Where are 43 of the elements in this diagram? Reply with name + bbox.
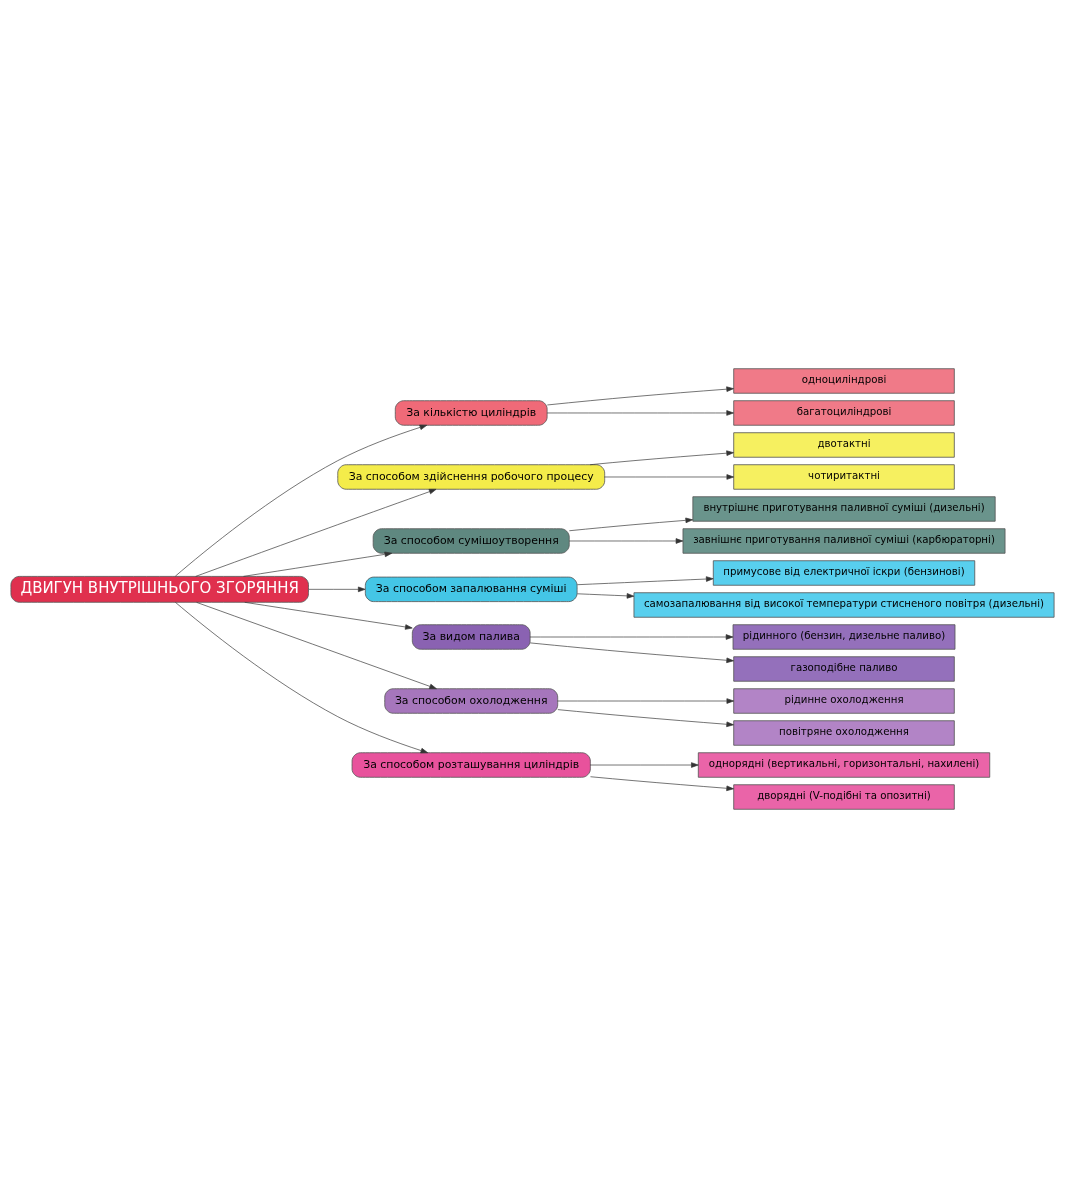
arrow	[577, 592, 635, 599]
node-box: завнішнє приготування паливної суміші (карбюраторні)	[682, 527, 1006, 554]
node-box: За способом здійснення робочого процесу	[337, 463, 606, 490]
node-box: рідинного (бензин, дизельне паливо)	[732, 623, 956, 650]
node-box: двотактні	[733, 431, 955, 458]
arrow	[569, 517, 693, 531]
node-box: ДВИГУН ВНУТРІШНЬОГО ЗГОРЯННЯ	[10, 575, 309, 603]
node-box: багатоциліндрові	[733, 399, 955, 426]
arrow	[604, 473, 734, 480]
arrow	[557, 708, 734, 727]
arrow	[569, 537, 684, 544]
arrow	[195, 488, 437, 577]
arrow	[546, 385, 734, 405]
arrow	[590, 775, 734, 791]
node-box: За видом палива	[411, 623, 531, 650]
arrow	[244, 601, 413, 630]
node-box: За способом охолодження	[384, 687, 559, 714]
node-box: чотиритактні	[733, 463, 955, 490]
arrow	[577, 575, 714, 585]
node-box: рідинне охолодження	[733, 687, 955, 714]
arrow	[243, 551, 393, 577]
arrow	[174, 424, 428, 577]
arrow	[308, 586, 366, 592]
arrow	[529, 633, 734, 640]
arrow	[175, 601, 429, 753]
arrow	[589, 449, 734, 465]
node-box: одноциліндрові	[733, 367, 955, 394]
node-box: газоподібне паливо	[733, 655, 955, 682]
node-box: дворядні (V-подібні та опозитні)	[733, 783, 955, 810]
node-box: однорядні (вертикальні, горизонтальні, нахилені)	[697, 751, 991, 778]
node-box: внутрішнє приготування паливної суміші (дизельні)	[692, 495, 996, 522]
arrow	[557, 697, 735, 704]
arrow	[196, 601, 437, 689]
arrow	[546, 409, 734, 416]
node-box: За кількістю циліндрів	[394, 399, 548, 426]
arrow	[529, 642, 734, 663]
node-box: повітряне охолодження	[733, 719, 955, 746]
node-box: За способом запалювання суміші	[364, 576, 578, 602]
node-box: За способом розташування циліндрів	[351, 751, 591, 778]
node-box: примусове від електричної іскри (бензинові)	[712, 559, 976, 586]
arrow	[590, 761, 699, 768]
node-box: За способом сумішоутворення	[372, 527, 570, 554]
node-box: самозапалювання від високої температури стисненого повітря (дизельні)	[633, 591, 1055, 618]
